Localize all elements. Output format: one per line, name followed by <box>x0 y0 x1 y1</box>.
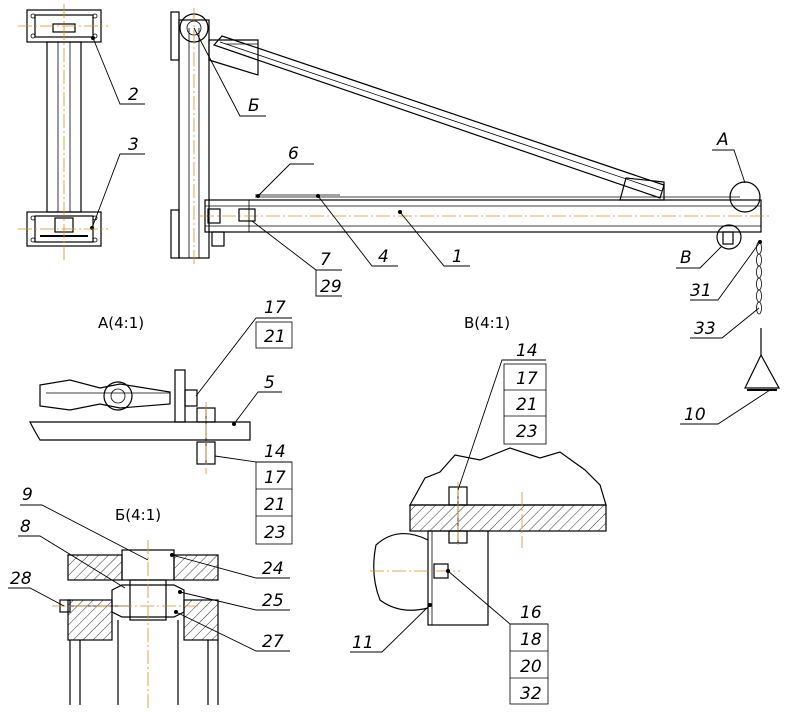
view-mark-a: A <box>716 130 729 150</box>
callout-17a: 17 <box>264 298 286 318</box>
leader-10 <box>680 389 771 425</box>
callout-8: 8 <box>20 517 31 537</box>
callout-33: 33 <box>694 319 716 339</box>
callout-21c: 21 <box>516 395 538 415</box>
leader-view-v <box>676 245 723 269</box>
leader-2 <box>92 37 145 105</box>
crane-main-view <box>170 8 781 391</box>
callout-7: 7 <box>320 250 331 270</box>
callout-5: 5 <box>264 373 275 393</box>
leader-33 <box>690 307 760 339</box>
callout-4: 4 <box>378 247 389 267</box>
leader-31 <box>690 241 761 301</box>
callout-32: 32 <box>520 684 542 704</box>
callout-28: 28 <box>10 569 32 589</box>
leader-3 <box>91 153 145 229</box>
callout-10: 10 <box>684 405 706 425</box>
callout-14a: 14 <box>264 442 286 462</box>
cell-21a <box>255 321 293 349</box>
leader-9 <box>20 504 149 561</box>
leader-4 <box>317 195 398 267</box>
callout-27: 27 <box>262 632 284 652</box>
callout-25: 25 <box>262 591 284 611</box>
leader-5 <box>233 391 282 425</box>
detail-v-view <box>370 447 607 626</box>
leader-6 <box>257 163 314 197</box>
detail-b-title: Б(4:1) <box>115 506 161 524</box>
detail-a-view <box>29 369 251 474</box>
callout-23b: 23 <box>516 422 538 442</box>
leader-17-21 <box>195 317 292 397</box>
detail-a-title: A(4:1) <box>98 314 144 332</box>
callout-23a: 23 <box>264 523 286 543</box>
detail-b-view <box>52 540 219 710</box>
leader-1 <box>399 211 470 267</box>
stack-v <box>503 363 547 445</box>
leader-11 <box>350 604 431 653</box>
leader-view-a <box>712 149 746 184</box>
stack-16 <box>509 623 549 705</box>
callout-17b: 17 <box>264 468 286 488</box>
leader-28 <box>8 587 65 607</box>
callout-21a: 21 <box>264 327 286 347</box>
callout-3: 3 <box>128 135 139 155</box>
callout-9: 9 <box>22 485 33 505</box>
callout-31: 31 <box>690 281 712 301</box>
callout-11: 11 <box>352 633 374 653</box>
view-mark-v: B <box>680 248 692 268</box>
callout-16: 16 <box>520 603 542 623</box>
callout-20: 20 <box>520 657 542 677</box>
stack-a <box>255 461 293 545</box>
leader-24 <box>171 554 290 579</box>
leader-view-b <box>193 27 266 117</box>
callout-21b: 21 <box>264 495 286 515</box>
leader-27 <box>175 611 290 652</box>
callout-18: 18 <box>520 630 542 650</box>
leader-7-29 <box>251 220 342 297</box>
column-side-view <box>18 4 108 262</box>
leader-25 <box>179 591 290 611</box>
callout-1: 1 <box>452 247 463 267</box>
leader-14-stack-v <box>457 359 546 491</box>
view-mark-b: Б <box>248 96 260 116</box>
callout-14b: 14 <box>516 341 538 361</box>
callout-24: 24 <box>262 559 284 579</box>
callout-29: 29 <box>320 277 342 297</box>
leader-8 <box>18 535 126 589</box>
detail-v-title: B(4:1) <box>464 314 510 332</box>
callout-17c: 17 <box>516 369 538 389</box>
callout-6: 6 <box>288 144 299 164</box>
callout-2: 2 <box>128 85 139 105</box>
